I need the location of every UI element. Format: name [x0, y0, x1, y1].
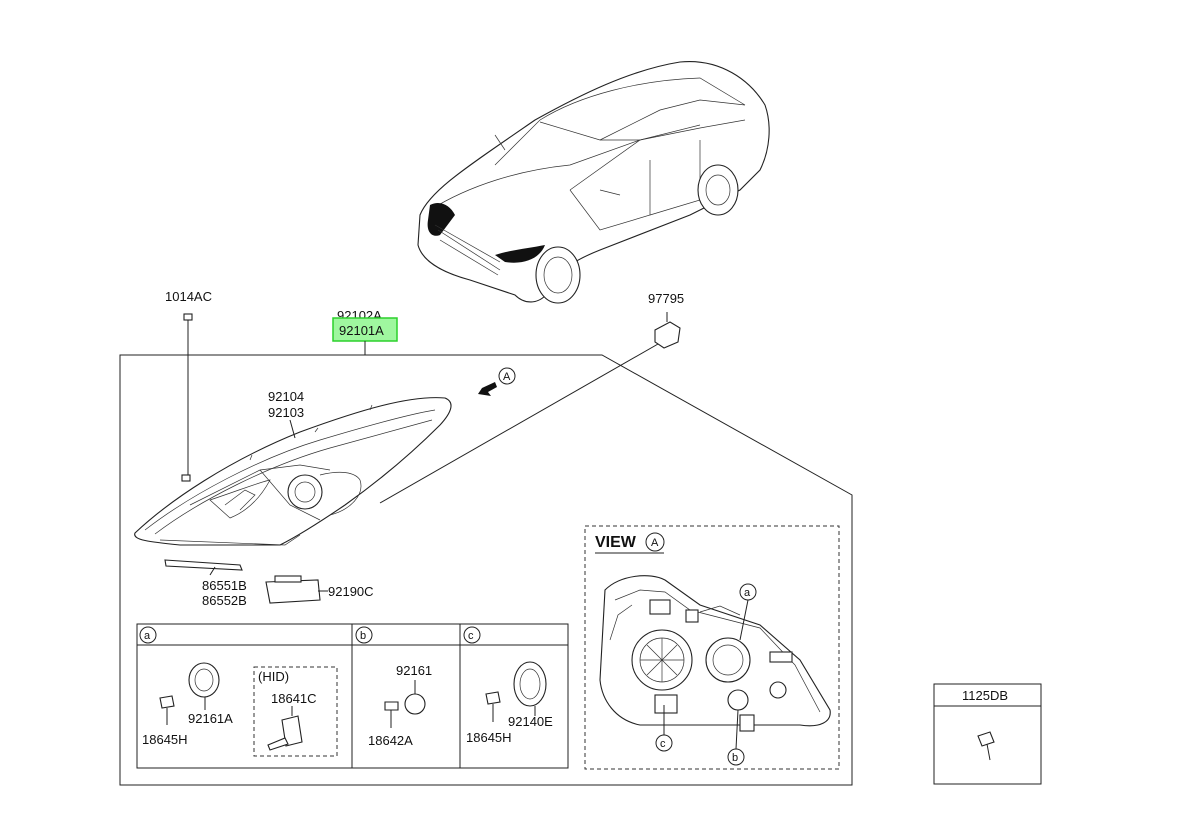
label-86552B: 86552B: [202, 593, 247, 608]
svg-text:a: a: [144, 630, 151, 642]
view-direction-arrow: A: [478, 367, 516, 396]
section-a[interactable]: a 92161A 18645H (HID) 18641C: [139, 626, 338, 757]
bolt-icon: [183, 313, 193, 332]
svg-text:18642A: 18642A: [368, 733, 413, 748]
view-callout-b: b: [727, 709, 745, 766]
svg-text:18645H: 18645H: [142, 732, 188, 747]
view-callout-c: c: [655, 705, 673, 752]
svg-text:c: c: [468, 630, 474, 642]
label-92104: 92104: [268, 389, 304, 404]
svg-text:92161: 92161: [396, 663, 432, 678]
svg-text:c: c: [660, 738, 666, 750]
svg-text:b: b: [732, 752, 738, 764]
ballast-module: [265, 575, 321, 604]
view-marker: A: [595, 532, 665, 554]
svg-text:A: A: [503, 371, 511, 383]
svg-text:92140E: 92140E: [508, 714, 553, 729]
view-title: VIEW: [595, 534, 637, 551]
svg-text:a: a: [744, 587, 751, 599]
label-92103: 92103: [268, 405, 304, 420]
vehicle-illustration: [417, 60, 770, 304]
section-b[interactable]: b 92161 18642A: [355, 626, 432, 748]
label-92190C: 92190C: [328, 584, 374, 599]
screw-icon: [977, 731, 995, 761]
reflector-strip: [164, 559, 243, 571]
svg-text:18641C: 18641C: [271, 691, 317, 706]
part-box-1125DB[interactable]: 1125DB: [933, 683, 1042, 785]
view-a-box: [584, 525, 840, 770]
label-1014AC: 1014AC: [165, 289, 212, 304]
svg-text:18645H: 18645H: [466, 730, 512, 745]
label-97795: 97795: [648, 291, 684, 306]
label-92101A[interactable]: 92101A: [339, 323, 384, 338]
label-86551B: 86551B: [202, 578, 247, 593]
label-1125DB: 1125DB: [962, 688, 1008, 703]
svg-text:92161A: 92161A: [188, 711, 233, 726]
bulb-table: [136, 623, 569, 769]
svg-text:A: A: [651, 537, 659, 549]
connector-icon: [654, 321, 681, 349]
view-callout-a: a: [739, 583, 757, 641]
section-c[interactable]: c 92140E 18645H: [463, 626, 553, 745]
headlamp-assembly[interactable]: [134, 397, 452, 546]
svg-text:b: b: [360, 630, 366, 642]
assembly-frame: [119, 354, 853, 786]
svg-text:(HID): (HID): [258, 669, 289, 684]
headlamp-rear-view[interactable]: [599, 575, 831, 732]
